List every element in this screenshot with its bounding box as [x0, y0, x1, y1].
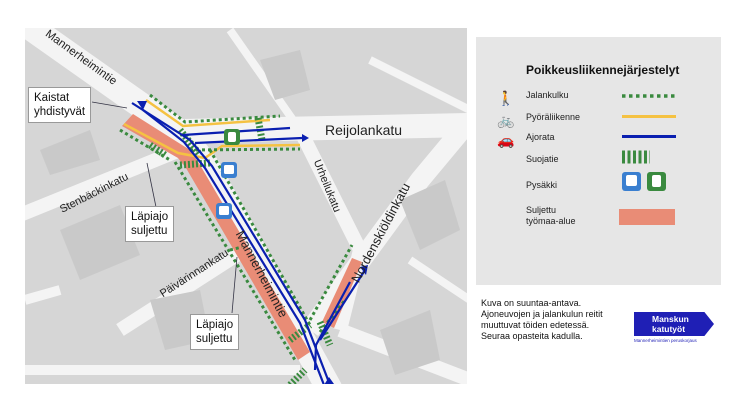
callout-text: Läpiajo	[196, 319, 234, 331]
legend-bicycle-swatch	[622, 115, 676, 118]
closed-work-area	[122, 114, 362, 360]
legend-pedestrian-swatch	[622, 94, 676, 98]
bus-stop-icon	[216, 203, 232, 219]
legend-label: Ajorata	[526, 132, 555, 142]
callout-lanes-merge: Kaistat yhdistyvät	[28, 87, 92, 123]
direction-arrows	[137, 101, 368, 384]
bicycle-icon: 🚲	[497, 112, 515, 128]
note-line: muuttuvat töiden edetessä.	[481, 320, 590, 330]
callout-text: suljettu	[196, 333, 233, 345]
construction-map	[25, 28, 467, 384]
note-line: Kuva on suuntaa-antava.	[481, 298, 582, 308]
street-label-reijolankatu: Reijolankatu	[325, 122, 403, 138]
legend-road-swatch	[622, 135, 676, 138]
legend-label: Jalankulku	[526, 90, 569, 100]
callout-through-traffic-closed: Läpiajo suljettu	[125, 206, 175, 242]
bus-stop-icon	[221, 162, 237, 178]
callout-text: Läpiajo	[131, 211, 169, 223]
callout-text: Kaistat	[34, 92, 70, 104]
callout-text: yhdistyvät	[34, 106, 86, 118]
callout-leaders	[91, 101, 238, 314]
legend-crosswalk-swatch	[622, 150, 650, 164]
note-line: Ajoneuvojen ja jalankulun reitit	[481, 309, 603, 319]
callout-text: suljettu	[131, 225, 168, 237]
legend-title: Poikkeusliikennejärjestelyt	[526, 63, 680, 77]
street-network	[25, 28, 467, 384]
traffic-lanes	[131, 102, 366, 384]
disclaimer-note: Kuva on suuntaa-antava. Ajoneuvojen ja j…	[481, 298, 603, 342]
legend-panel: Poikkeusliikennejärjestelyt 🚶Jalankulku …	[476, 37, 721, 285]
legend-label: Pyöräliikenne	[526, 112, 581, 122]
tram-stop-icon	[224, 129, 240, 145]
callout-through-traffic-closed: Läpiajo suljettu	[190, 314, 240, 350]
bus-tram-stop-icon	[622, 172, 666, 191]
car-icon: 🚗	[497, 132, 515, 148]
legend-work-area-swatch	[619, 209, 675, 225]
legend-label: Pysäkki	[526, 180, 558, 190]
legend-label: Suojatie	[526, 154, 559, 164]
note-line: Seuraa opasteita kadulla.	[481, 331, 583, 341]
pedestrian-icon: 🚶	[497, 90, 515, 106]
